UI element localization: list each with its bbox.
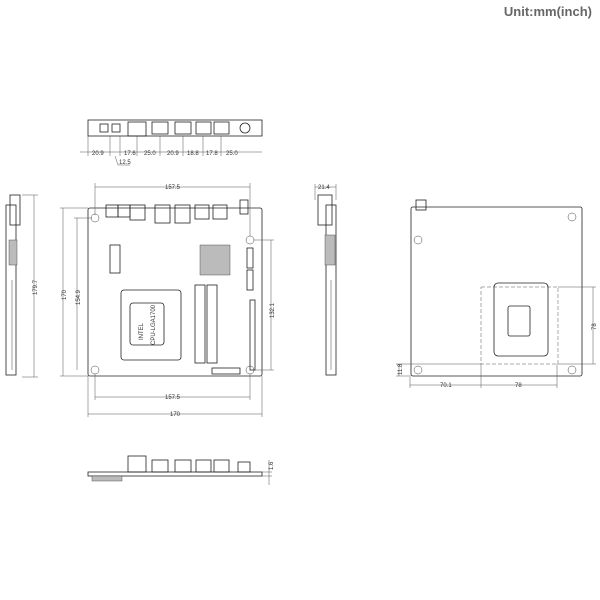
cpu-label: INTEL	[139, 322, 145, 340]
dim-label: 20.9	[92, 151, 104, 157]
top-board-view: INTEL CPU-LGA1700 157.5 157.5 170 170 15…	[60, 183, 276, 418]
dim-label: 17.6	[124, 151, 136, 157]
unit-label: Unit:mm(inch)	[503, 4, 592, 19]
dim-label: 170	[170, 412, 181, 418]
dim-label: 179.7	[33, 279, 39, 295]
front-io-view: 20.9 17.6 25.0 20.9 18.8 17.8 25.0 12.5	[80, 119, 263, 166]
dim-label: 18.8	[187, 151, 199, 157]
dim-label: 11.8	[398, 363, 404, 375]
rear-board-view: 70.1 78 78 11.8	[396, 199, 598, 389]
dim-label: 1.6	[269, 461, 275, 470]
dim-label: 132.1	[270, 302, 276, 318]
dim-label: 12.5	[119, 160, 131, 166]
dim-label: 78	[515, 383, 522, 389]
dim-label: 17.8	[206, 151, 218, 157]
dim-label: 157.5	[165, 395, 181, 401]
bottom-side-view: 1.6	[87, 455, 275, 485]
dim-label: 25.0	[144, 151, 156, 157]
dim-label: 20.9	[167, 151, 179, 157]
dim-label: 70.1	[440, 383, 452, 389]
dim-label: 25.0	[226, 151, 238, 157]
dim-label: 157.5	[165, 185, 181, 191]
dim-label: 78	[592, 323, 598, 330]
cpu-label: CPU-LGA1700	[151, 304, 157, 345]
dim-label: 21.4	[318, 185, 330, 191]
dim-label: 170	[62, 289, 68, 300]
left-side-view: 179.7	[5, 194, 39, 378]
dim-label: 154.9	[76, 289, 82, 305]
right-side-view: 21.4	[314, 184, 337, 376]
